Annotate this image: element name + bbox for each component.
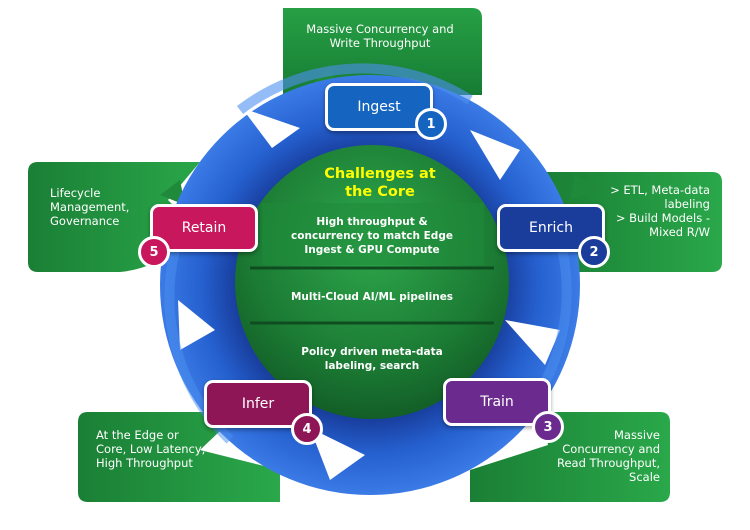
core-item-line: Ingest & GPU Compute <box>304 244 440 256</box>
stage-label: Ingest <box>357 99 401 115</box>
note-line: Mixed R/W <box>649 225 710 239</box>
stage-label: Retain <box>181 220 227 236</box>
core-item-line: concurrency to match Edge <box>291 230 453 242</box>
arrow-tip-enrich <box>570 175 600 200</box>
note-line: Read Throughput, <box>556 456 660 470</box>
core-item-line: labeling, search <box>324 360 420 372</box>
note-line: High Throughput <box>96 456 193 470</box>
stage-label: Infer <box>241 396 275 412</box>
badge-number: 2 <box>589 244 599 260</box>
note-line: Massive Concurrency and <box>306 22 454 36</box>
note-line: labeling <box>664 197 710 211</box>
stage-label: Train <box>480 394 514 410</box>
note-line: Management, <box>50 200 130 214</box>
note-line: > ETL, Meta-data <box>610 183 710 197</box>
stage-label: Enrich <box>529 220 573 236</box>
core-title-line: Challenges at <box>324 166 436 182</box>
note-line: Scale <box>629 470 660 484</box>
core-item-multicloud: Multi-Cloud AI/ML pipelines <box>267 290 477 304</box>
note-panels <box>28 8 722 502</box>
note-line: Massive <box>613 428 660 442</box>
core-circle <box>235 145 509 419</box>
note-line: Concurrency and <box>562 442 660 456</box>
note-line: Core, Low Latency, <box>96 442 206 456</box>
note-line: Write Throughput <box>329 36 431 50</box>
core-item-throughput: High throughput & concurrency to match E… <box>267 215 477 257</box>
note-enrich: > ETL, Meta-data labeling > Build Models… <box>600 183 710 239</box>
note-line: Governance <box>50 214 120 228</box>
stage-number-badge: 5 <box>138 236 170 268</box>
badge-number: 4 <box>302 421 312 437</box>
core-title-line: the Core <box>345 184 415 200</box>
stage-number-badge: 2 <box>578 236 610 268</box>
note-panel-infer <box>78 412 280 502</box>
core-item-line: Policy driven meta-data <box>301 346 443 358</box>
core-item-line: Multi-Cloud AI/ML pipelines <box>290 291 454 303</box>
badge-number: 3 <box>543 419 553 435</box>
note-retain: Lifecycle Management, Governance <box>50 186 160 228</box>
stage-number-badge: 1 <box>415 108 447 140</box>
core-item-line: High throughput & <box>316 216 428 228</box>
note-train: Massive Concurrency and Read Throughput,… <box>548 428 660 484</box>
note-infer: At the Edge or Core, Low Latency, High T… <box>96 428 236 470</box>
note-line: > Build Models - <box>615 211 710 225</box>
stage-number-badge: 3 <box>532 411 564 443</box>
stage-number-badge: 4 <box>291 413 323 445</box>
note-line: At the Edge or <box>96 428 179 442</box>
note-line: Lifecycle <box>50 186 101 200</box>
core-item-policy: Policy driven meta-data labeling, search <box>267 345 477 373</box>
note-ingest: Massive Concurrency and Write Throughput <box>300 22 460 50</box>
badge-number: 1 <box>426 116 436 132</box>
stage-enrich: Enrich <box>497 204 605 252</box>
badge-number: 5 <box>149 244 159 260</box>
core-title: Challenges at the Core <box>300 165 460 201</box>
note-panel-train <box>470 412 670 502</box>
stage-train: Train <box>443 378 551 426</box>
